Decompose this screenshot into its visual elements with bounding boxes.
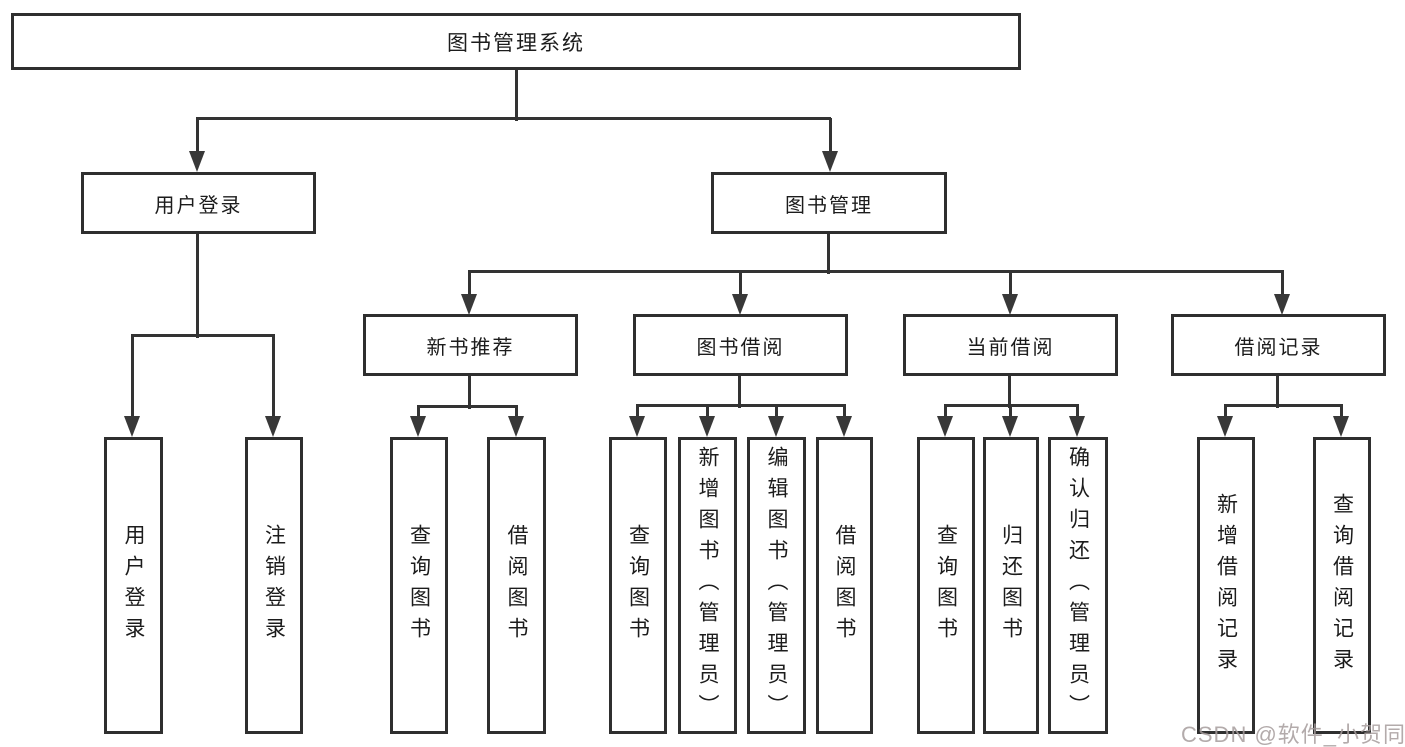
node-label: 借阅图书 [833, 523, 856, 648]
arrow-down-icon [836, 416, 852, 437]
node-borrowing-records: 借阅记录 [1171, 314, 1386, 376]
connector-line [1009, 271, 1012, 297]
node-label: 图书管理系统 [447, 31, 585, 55]
node-records-add-record: 新增借阅记录 [1197, 437, 1255, 734]
node-label: 借阅记录 [1234, 336, 1323, 359]
node-book-management: 图书管理 [711, 172, 947, 234]
node-current-return-books: 归还图书 [983, 437, 1039, 734]
connector-line [829, 118, 832, 154]
connector-line [196, 118, 199, 154]
arrow-down-icon [508, 416, 524, 437]
node-label: 借阅图书 [505, 523, 528, 648]
connector-line [827, 234, 830, 274]
node-label: 查询图书 [407, 523, 431, 648]
connector-line [196, 234, 199, 338]
node-label: 用户登录 [154, 194, 243, 217]
arrow-down-icon [461, 294, 477, 315]
connector-line [738, 376, 741, 408]
node-label: 新增借阅记录 [1214, 492, 1238, 679]
node-label: 当前借阅 [966, 336, 1055, 359]
arrow-down-icon [265, 416, 281, 437]
arrow-down-icon [410, 416, 426, 437]
connector-line [636, 404, 846, 407]
arrow-down-icon [768, 416, 784, 437]
node-book-management-system: 图书管理系统 [11, 13, 1021, 70]
node-current-confirm-return-admin: 确认归还（管理员） [1048, 437, 1108, 734]
connector-line [843, 405, 846, 419]
node-current-query-books: 查询图书 [917, 437, 975, 734]
connector-line [417, 406, 420, 419]
connector-line [272, 335, 275, 419]
node-recommend-borrow-books: 借阅图书 [487, 437, 546, 734]
connector-line [1276, 376, 1279, 408]
connector-line [1281, 271, 1284, 297]
csdn-watermark: CSDN @软件_小贺同学 [1181, 722, 1405, 747]
arrow-down-icon [822, 151, 838, 172]
node-records-query-record: 查询借阅记录 [1313, 437, 1371, 734]
arrow-down-icon [699, 416, 715, 437]
node-label: 新书推荐 [426, 336, 515, 359]
connector-line [706, 405, 709, 419]
connector-line [1009, 405, 1012, 419]
connector-line [468, 376, 471, 409]
connector-line [1076, 405, 1079, 419]
connector-line [1008, 376, 1011, 408]
node-label: 查询图书 [626, 523, 650, 648]
connector-line [417, 405, 518, 408]
arrow-down-icon [124, 416, 140, 437]
node-user-login-action: 用户登录 [104, 437, 163, 734]
node-label: 查询图书 [934, 523, 958, 648]
connector-line [1224, 404, 1343, 407]
arrow-down-icon [1069, 416, 1085, 437]
arrow-down-icon [1217, 416, 1233, 437]
connector-line [131, 335, 134, 419]
node-borrow-query-books: 查询图书 [609, 437, 667, 734]
node-borrow-add-books-admin: 新增图书（管理员） [678, 437, 737, 734]
node-book-borrowing: 图书借阅 [633, 314, 848, 376]
node-borrow-borrow-books: 借阅图书 [816, 437, 873, 734]
node-label: 编辑图书（管理员） [765, 446, 788, 725]
node-label: 新增图书（管理员） [696, 446, 719, 725]
arrow-down-icon [1333, 416, 1349, 437]
arrow-down-icon [732, 294, 748, 315]
connector-line [196, 117, 831, 120]
arrow-down-icon [1274, 294, 1290, 315]
arrow-down-icon [937, 416, 953, 437]
connector-line [468, 270, 1284, 273]
node-label: 用户登录 [122, 523, 145, 648]
connector-line [131, 334, 275, 337]
node-user-login: 用户登录 [81, 172, 316, 234]
connector-line [775, 405, 778, 419]
node-current-borrowing: 当前借阅 [903, 314, 1118, 376]
arrow-down-icon [189, 151, 205, 172]
connector-line [515, 406, 518, 419]
node-label: 图书借阅 [696, 336, 785, 359]
node-label: 注销登录 [262, 523, 286, 648]
connector-line [1224, 405, 1227, 419]
node-label: 确认归还（管理员） [1066, 446, 1090, 725]
connector-line [636, 405, 639, 419]
arrow-down-icon [1002, 294, 1018, 315]
connector-line [1340, 405, 1343, 419]
arrow-down-icon [1002, 416, 1018, 437]
connector-line [739, 271, 742, 297]
node-label: 归还图书 [999, 523, 1023, 648]
connector-line [944, 405, 947, 419]
node-label: 图书管理 [785, 194, 873, 217]
connector-line [515, 70, 518, 121]
arrow-down-icon [629, 416, 645, 437]
node-logout: 注销登录 [245, 437, 303, 734]
node-new-book-recommend: 新书推荐 [363, 314, 578, 376]
node-borrow-edit-books-admin: 编辑图书（管理员） [747, 437, 806, 734]
connector-line [468, 271, 471, 297]
node-label: 查询借阅记录 [1330, 492, 1354, 679]
node-recommend-query-books: 查询图书 [390, 437, 448, 734]
